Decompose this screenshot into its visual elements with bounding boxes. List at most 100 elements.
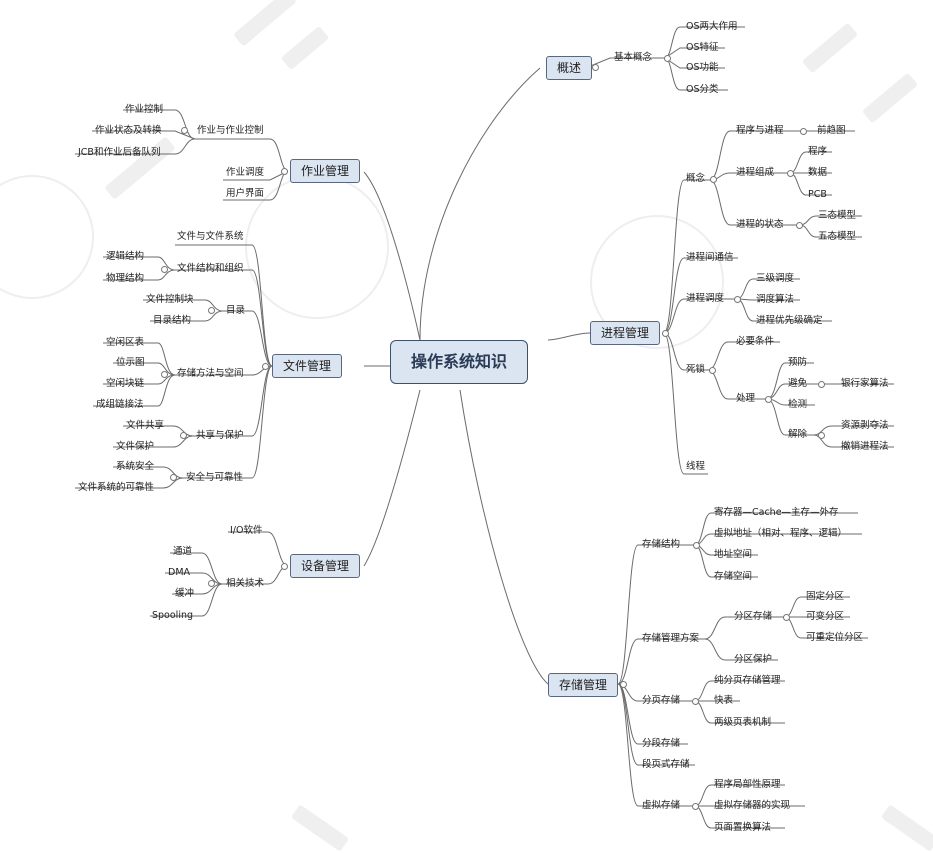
collapse-toggle-icon[interactable] bbox=[818, 432, 825, 439]
file-share-item-2[interactable]: 文件保护 bbox=[116, 441, 155, 452]
collapse-toggle-icon[interactable] bbox=[692, 803, 699, 810]
collapse-toggle-icon[interactable] bbox=[709, 367, 716, 374]
job-schedule[interactable]: 作业调度 bbox=[226, 167, 265, 178]
memory-structure-item-3[interactable]: 地址空间 bbox=[714, 549, 753, 560]
deadlock-handling[interactable]: 处理 bbox=[736, 393, 756, 404]
memory-paging-item-1[interactable]: 纯分页存储管理 bbox=[714, 675, 781, 686]
memory-structure-item-2[interactable]: 虚拟地址（相对、程序、逻辑） bbox=[714, 528, 848, 539]
process-sched-item-3[interactable]: 进程优先级确定 bbox=[756, 315, 823, 326]
collapse-toggle-icon[interactable] bbox=[787, 170, 794, 177]
memory-partition[interactable]: 分区存储 bbox=[734, 611, 773, 622]
device-tech-item-1[interactable]: 通道 bbox=[173, 546, 193, 557]
memory-virtual-item-3[interactable]: 页面置换算法 bbox=[714, 822, 772, 833]
process-deadlock[interactable]: 死锁 bbox=[686, 364, 706, 375]
memory-virtual[interactable]: 虚拟存储 bbox=[642, 800, 681, 811]
overview-item-2[interactable]: OS特征 bbox=[686, 42, 719, 53]
collapse-toggle-icon[interactable] bbox=[693, 542, 700, 549]
collapse-toggle-icon[interactable] bbox=[592, 64, 599, 71]
deadlock-release-item-1[interactable]: 资源剥夺法 bbox=[841, 420, 889, 431]
branch-job-management[interactable]: 作业管理 bbox=[290, 159, 361, 183]
device-tech-item-2[interactable]: DMA bbox=[168, 567, 191, 578]
collapse-toggle-icon[interactable] bbox=[800, 128, 807, 135]
file-directory-item-1[interactable]: 文件控制块 bbox=[146, 294, 194, 305]
file-system[interactable]: 文件与文件系统 bbox=[177, 231, 244, 242]
process-thread[interactable]: 线程 bbox=[686, 461, 706, 472]
collapse-toggle-icon[interactable] bbox=[818, 381, 825, 388]
job-user-interface[interactable]: 用户界面 bbox=[226, 188, 265, 199]
memory-partition-protect[interactable]: 分区保护 bbox=[734, 654, 773, 665]
deadlock-banker-algorithm[interactable]: 银行家算法 bbox=[841, 378, 889, 389]
job-control-item-2[interactable]: 作业状态及转换 bbox=[95, 125, 162, 136]
process-concept[interactable]: 概念 bbox=[686, 173, 706, 184]
file-share-protect[interactable]: 共享与保护 bbox=[196, 430, 244, 441]
file-security-item-1[interactable]: 系统安全 bbox=[116, 461, 155, 472]
memory-structure[interactable]: 存储结构 bbox=[642, 539, 681, 550]
file-directory-item-2[interactable]: 目录结构 bbox=[153, 315, 192, 326]
job-control[interactable]: 作业与作业控制 bbox=[197, 125, 264, 136]
file-structure-item-2[interactable]: 物理结构 bbox=[106, 273, 145, 284]
file-structure[interactable]: 文件结构和组织 bbox=[177, 263, 244, 274]
deadlock-conditions[interactable]: 必要条件 bbox=[736, 336, 775, 347]
collapse-toggle-icon[interactable] bbox=[180, 432, 187, 439]
collapse-toggle-icon[interactable] bbox=[208, 580, 215, 587]
collapse-toggle-icon[interactable] bbox=[783, 614, 790, 621]
file-storage-item-1[interactable]: 空闲区表 bbox=[106, 337, 145, 348]
device-related-tech[interactable]: 相关技术 bbox=[226, 578, 265, 589]
branch-overview[interactable]: 概述 bbox=[546, 56, 593, 80]
collapse-toggle-icon[interactable] bbox=[692, 698, 699, 705]
process-sched-item-2[interactable]: 调度算法 bbox=[756, 294, 795, 305]
collapse-toggle-icon[interactable] bbox=[710, 176, 717, 183]
collapse-toggle-icon[interactable] bbox=[662, 330, 669, 337]
collapse-toggle-icon[interactable] bbox=[262, 363, 269, 370]
file-security-item-2[interactable]: 文件系统的可靠性 bbox=[78, 482, 155, 493]
job-control-item-3[interactable]: JCB和作业后备队列 bbox=[78, 147, 161, 158]
branch-memory-management[interactable]: 存储管理 bbox=[548, 673, 619, 697]
process-sched-item-1[interactable]: 三级调度 bbox=[756, 273, 795, 284]
file-share-item-1[interactable]: 文件共享 bbox=[126, 420, 165, 431]
file-storage-item-2[interactable]: 位示图 bbox=[116, 357, 145, 368]
memory-virtual-item-2[interactable]: 虚拟存储器的实现 bbox=[714, 800, 791, 811]
collapse-toggle-icon[interactable] bbox=[620, 681, 627, 688]
device-tech-item-3[interactable]: 缓冲 bbox=[175, 588, 195, 599]
memory-partition-item-3[interactable]: 可重定位分区 bbox=[806, 632, 864, 643]
deadlock-avoid[interactable]: 避免 bbox=[788, 378, 808, 389]
file-storage-item-3[interactable]: 空闲块链 bbox=[106, 378, 145, 389]
memory-partition-item-2[interactable]: 可变分区 bbox=[806, 611, 845, 622]
memory-paging-item-3[interactable]: 两级页表机制 bbox=[714, 717, 772, 728]
process-state[interactable]: 进程的状态 bbox=[736, 219, 784, 230]
deadlock-detect[interactable]: 检测 bbox=[788, 399, 808, 410]
file-storage-method[interactable]: 存储方法与空间 bbox=[177, 368, 244, 379]
device-io-software[interactable]: I/O软件 bbox=[230, 525, 263, 536]
collapse-toggle-icon[interactable] bbox=[281, 563, 288, 570]
file-security[interactable]: 安全与可靠性 bbox=[186, 472, 244, 483]
process-ipc[interactable]: 进程间通信 bbox=[686, 252, 734, 263]
memory-segment-paging[interactable]: 段页式存储 bbox=[642, 759, 690, 770]
job-control-item-1[interactable]: 作业控制 bbox=[125, 104, 164, 115]
collapse-toggle-icon[interactable] bbox=[734, 296, 741, 303]
collapse-toggle-icon[interactable] bbox=[161, 266, 168, 273]
collapse-toggle-icon[interactable] bbox=[765, 396, 772, 403]
collapse-toggle-icon[interactable] bbox=[161, 371, 168, 378]
overview-item-4[interactable]: OS分类 bbox=[686, 84, 719, 95]
overview-basic-concept[interactable]: 基本概念 bbox=[614, 52, 653, 63]
deadlock-release[interactable]: 解除 bbox=[788, 429, 808, 440]
file-directory[interactable]: 目录 bbox=[226, 305, 246, 316]
process-state-item-2[interactable]: 五态模型 bbox=[818, 231, 857, 242]
memory-structure-item-4[interactable]: 存储空间 bbox=[714, 571, 753, 582]
collapse-toggle-icon[interactable] bbox=[796, 222, 803, 229]
root-topic[interactable]: 操作系统知识 bbox=[390, 340, 529, 384]
memory-paging-item-2[interactable]: 快表 bbox=[714, 695, 734, 706]
memory-partition-item-1[interactable]: 固定分区 bbox=[806, 591, 845, 602]
process-state-item-1[interactable]: 三态模型 bbox=[818, 210, 857, 221]
memory-structure-item-1[interactable]: 寄存器—Cache—主存—外存 bbox=[714, 507, 839, 518]
collapse-toggle-icon[interactable] bbox=[281, 168, 288, 175]
device-tech-item-4[interactable]: Spooling bbox=[152, 610, 194, 621]
memory-segmentation[interactable]: 分段存储 bbox=[642, 738, 681, 749]
file-structure-item-1[interactable]: 逻辑结构 bbox=[106, 251, 145, 262]
memory-scheme[interactable]: 存储管理方案 bbox=[642, 633, 700, 644]
memory-paging[interactable]: 分页存储 bbox=[642, 695, 681, 706]
deadlock-release-item-2[interactable]: 撤销进程法 bbox=[841, 441, 889, 452]
branch-process-management[interactable]: 进程管理 bbox=[590, 321, 661, 345]
overview-item-3[interactable]: OS功能 bbox=[686, 62, 719, 73]
overview-item-1[interactable]: OS两大作用 bbox=[686, 21, 738, 32]
